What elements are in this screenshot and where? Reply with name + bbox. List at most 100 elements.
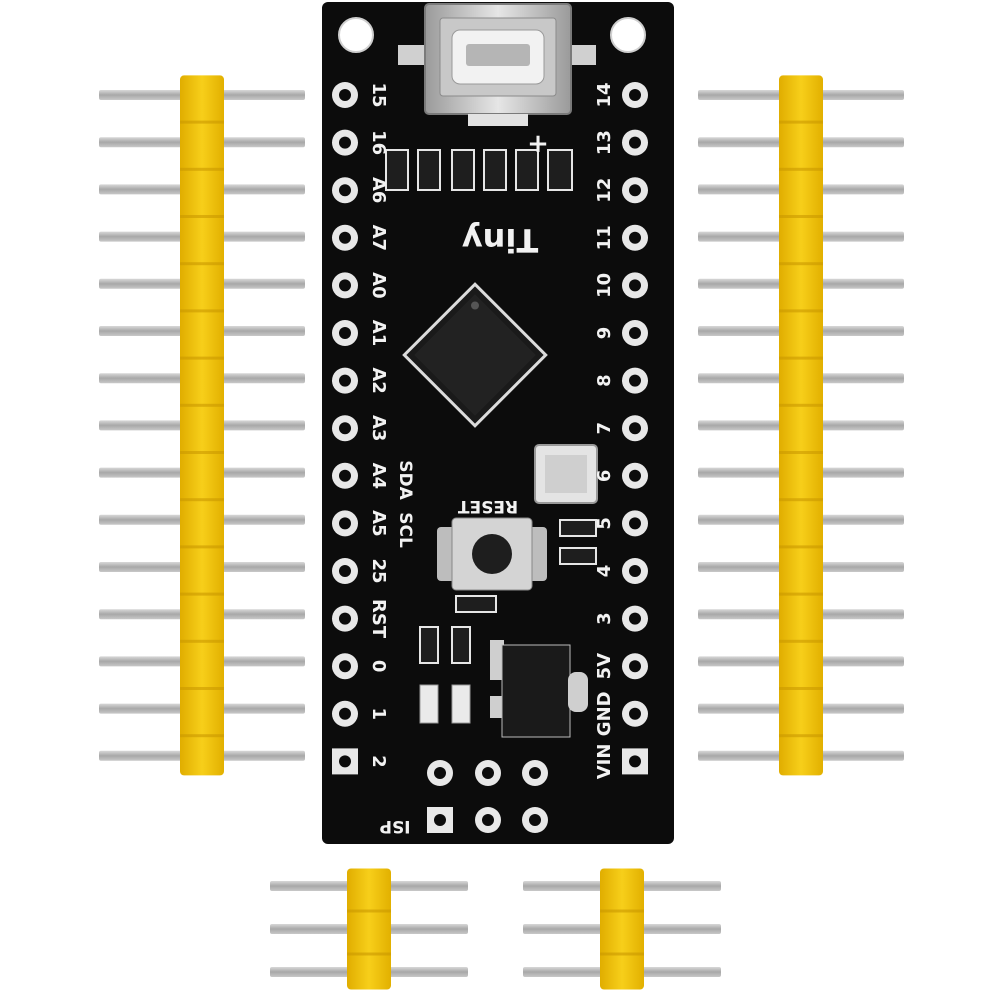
right-header-segment-line [779,451,823,454]
pin-label: 4 [594,565,615,578]
scl-label: SCL [395,512,415,548]
pin-pad-left-hole [339,136,351,149]
pin-pad-left-hole [339,184,351,197]
right-header-segment-line [779,120,823,124]
pin-label: 5 [594,517,615,530]
right-header-segment-line [779,734,823,738]
pin-header-left [99,75,305,776]
pin-pad-left-hole [339,612,351,625]
short-header-2-segment-line [600,909,644,913]
sda-label: SDA [395,460,415,500]
pin-label: A3 [368,415,389,441]
pin-pads-right [622,82,648,775]
pin-label: RST [368,599,389,639]
isp-pads [427,760,548,833]
pin-pad-left-hole [339,660,351,673]
isp-pad-hole [529,767,541,779]
pin-pad-right-hole [629,327,641,339]
right-header-segment-line [779,687,823,690]
pin-pad-left-hole [339,707,351,720]
pcb-substrate [322,2,674,844]
isp-pad-hole [482,767,494,779]
crystal-oscillator [534,444,598,504]
pin-pad-right-hole [629,422,641,435]
pin-header-short-left [270,868,468,990]
pin-pad-right-hole [629,231,641,244]
pin-pad-right-hole [629,89,641,101]
pin-label: 3 [594,612,615,625]
pin-label: 11 [594,225,615,250]
led [451,684,471,724]
pin-label: 2 [368,755,389,768]
pin-label: 1 [368,708,389,721]
left-header-segment-line [180,403,224,407]
pin-pad-left-hole [339,517,351,530]
right-header-segment-line [779,403,823,407]
pin-label: 6 [594,470,615,483]
microcontroller-chip [402,282,548,428]
short-header-1-segment-line [347,952,391,956]
pin-pad-left-hole [339,327,351,339]
left-header-segment-line [180,687,224,690]
smd-capacitor [559,547,597,565]
pin-label: A7 [368,225,389,251]
pin-label: A2 [368,367,389,393]
pin-label: 12 [594,178,615,203]
pin-label: 25 [368,558,389,583]
pin-label: A5 [368,510,389,536]
left-header-segment-line [180,734,224,738]
left-header-segment-line [180,356,224,360]
pin-pads-left [332,82,358,775]
pin-header-short-right [523,868,721,990]
right-header-segment-line [779,262,823,266]
pin-label: 15 [368,82,389,107]
pin-label: 8 [594,374,615,387]
micro-usb-connector [398,3,596,126]
short-header-1-housing [347,868,391,990]
right-header-segment-line [779,215,823,218]
pin-label: A6 [368,177,389,203]
left-header-segment-line [180,545,224,549]
pin-label: A1 [368,320,389,346]
isp-pad-hole [434,814,446,826]
left-header-segment-line [180,451,224,454]
left-header-segment-line [180,592,224,596]
left-header-segment-line [180,639,224,643]
pin-pad-right-hole [629,660,641,673]
voltage-regulator [490,640,588,738]
pin-pad-left-hole [339,231,351,244]
pin-label: 0 [368,660,389,673]
pin-label: 13 [594,130,615,155]
led [419,684,439,724]
left-header-segment-line [180,120,224,124]
short-header-2-segment-line [600,952,644,956]
smd-resistor [451,626,471,664]
right-header-segment-line [779,592,823,596]
pin-pad-right-hole [629,755,641,768]
smd-resistor [455,595,497,613]
pin-label: 7 [594,422,615,435]
pin-pad-left-hole [339,89,351,101]
pin-label: 10 [594,273,615,298]
reset-button [437,517,547,591]
reset-label: RESET [458,496,519,516]
mounting-hole [610,17,646,53]
pin-pad-left-hole [339,469,351,482]
pin-pad-right-hole [629,707,641,720]
right-header-housing [779,75,823,776]
pin-pad-right-hole [629,279,641,292]
pin-pad-right-hole [629,184,641,197]
right-header-segment-line [779,498,823,502]
pin-label: 9 [594,327,615,340]
pin-pad-right-hole [629,612,641,625]
isp-label: ISP [379,816,410,836]
pin-pad-right-hole [629,374,641,387]
left-header-segment-line [180,215,224,218]
pin-label: VIN [594,744,615,780]
left-header-segment-line [180,309,224,313]
pin-pad-left-hole [339,755,351,768]
